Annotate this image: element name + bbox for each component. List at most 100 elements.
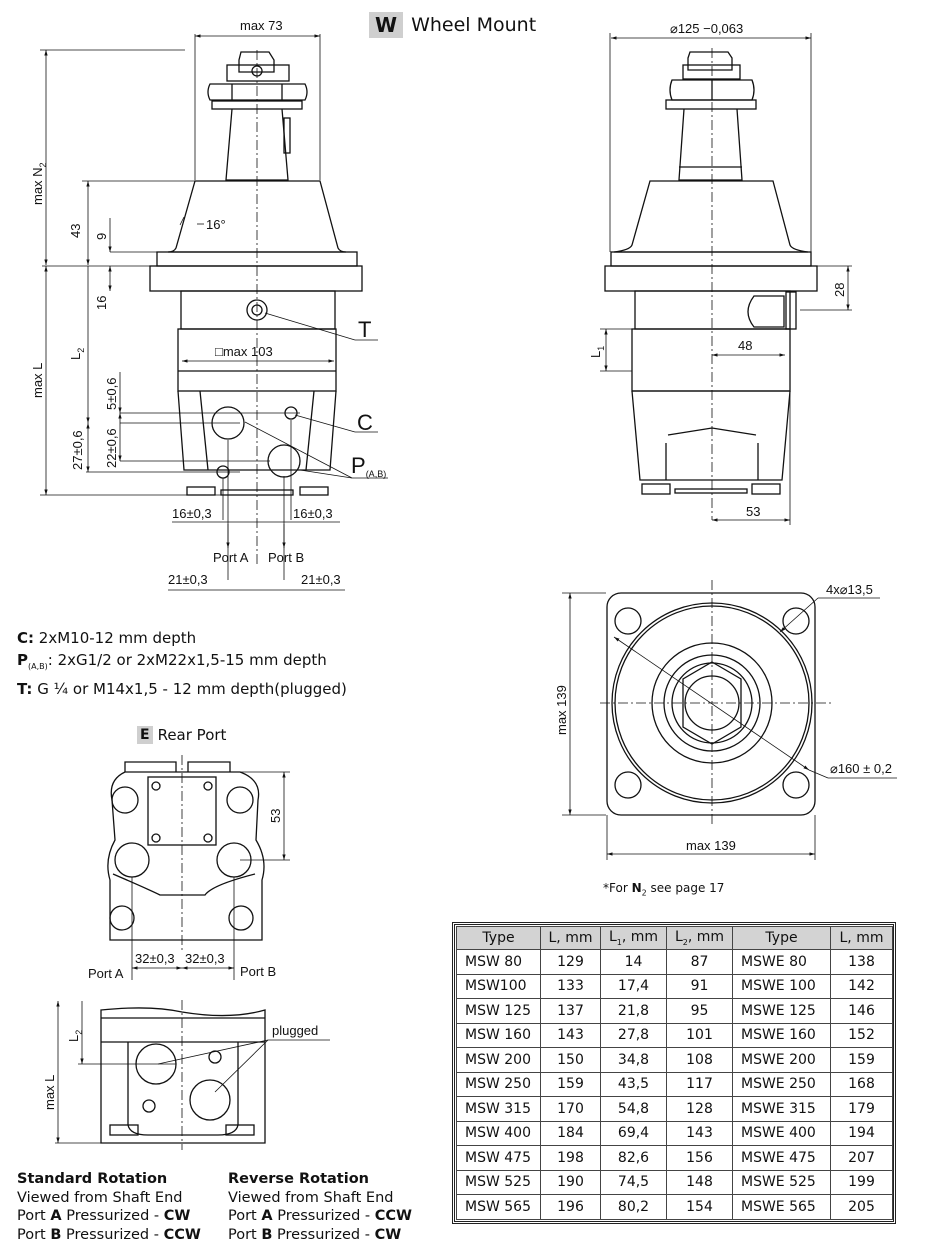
dim-22: 22±0,6 [104, 428, 119, 468]
dim-square-103: □max 103 [215, 344, 273, 359]
column-header: L2, mm [666, 926, 733, 950]
dim-max-n2: max N2 [30, 162, 48, 205]
column-header: Type [732, 926, 831, 950]
rear-port-b-label: Port B [240, 964, 276, 979]
table-cell: 148 [666, 1169, 733, 1195]
table-cell: 128 [666, 1096, 733, 1122]
table-cell: 159 [540, 1071, 601, 1097]
dim-dia-125: ⌀125 −0,063 [670, 21, 743, 36]
dim-43: 43 [68, 224, 83, 238]
table-cell: MSW 200 [456, 1047, 541, 1073]
table-cell: 117 [666, 1071, 733, 1097]
dim-53: 53 [746, 504, 760, 519]
table-cell: MSWE 315 [732, 1096, 831, 1122]
table-cell: MSWE 400 [732, 1120, 831, 1146]
table-cell: 137 [540, 998, 601, 1024]
table-cell: MSWE 160 [732, 1022, 831, 1048]
dim-l2: L2 [68, 348, 86, 360]
dim-21b: 21±0,3 [301, 572, 341, 587]
port-a-label: Port A [213, 550, 249, 565]
table-cell: 129 [540, 949, 601, 975]
rear-port-title: E Rear Port [137, 726, 226, 744]
table-cell: 14 [600, 949, 667, 975]
rear-port-title-text: Rear Port [157, 726, 227, 744]
note-c: C: 2xM10-12 mm depth [17, 629, 197, 647]
rear-dim-max-l: max L [42, 1075, 57, 1110]
table-cell: 146 [830, 998, 893, 1024]
column-header: L, mm [830, 926, 893, 950]
dim-16: 16 [94, 296, 109, 310]
column-header: L1, mm [600, 926, 667, 950]
dim-48: 48 [738, 338, 752, 353]
table-cell: MSW 400 [456, 1120, 541, 1146]
column-header: Type [456, 926, 541, 950]
table-cell: 170 [540, 1096, 601, 1122]
table-cell: MSW 315 [456, 1096, 541, 1122]
table-cell: 196 [540, 1194, 601, 1220]
table-cell: 87 [666, 949, 733, 975]
table-cell: MSW100 [456, 973, 541, 999]
rear-port-view: 53 32±0,3 32±0,3 Port A Port B max L L2 … [42, 755, 330, 1150]
table-cell: 69,4 [600, 1120, 667, 1146]
reverse-rotation: Reverse Rotation Viewed from Shaft End P… [228, 1171, 413, 1243]
table-cell: 184 [540, 1120, 601, 1146]
table-cell: 133 [540, 973, 601, 999]
table-cell: 190 [540, 1169, 601, 1195]
table-cell: 34,8 [600, 1047, 667, 1073]
note-p: P(A,B): 2xG1/2 or 2xM22x1,5-15 mm depth [17, 651, 327, 671]
side-view: max 73 max N2 43 9 16 16° max L L2 □max … [30, 18, 388, 591]
footnote-n2: *For N2 see page 17 [603, 881, 725, 898]
table-cell: 154 [666, 1194, 733, 1220]
port-notes: C: 2xM10-12 mm depth P(A,B): 2xG1/2 or 2… [17, 627, 347, 700]
table-cell: 82,6 [600, 1145, 667, 1171]
standard-rotation: Standard Rotation Viewed from Shaft End … [17, 1171, 201, 1243]
dim-32a: 32±0,3 [135, 951, 175, 966]
table-cell: 207 [830, 1145, 893, 1171]
dim-53-rear: 53 [268, 809, 283, 823]
port-b-label: Port B [268, 550, 304, 565]
rear-dim-l2: L2 [66, 1030, 84, 1042]
table-cell: 138 [830, 949, 893, 975]
dim-16b: 16±0,3 [293, 506, 333, 521]
label-t: T [358, 317, 371, 342]
table-cell: MSW 250 [456, 1071, 541, 1097]
table-cell: 101 [666, 1022, 733, 1048]
table-cell: 27,8 [600, 1022, 667, 1048]
table-cell: MSWE 250 [732, 1071, 831, 1097]
table-cell: 152 [830, 1022, 893, 1048]
table-cell: 179 [830, 1096, 893, 1122]
table-cell: MSW 475 [456, 1145, 541, 1171]
table-cell: MSWE 200 [732, 1047, 831, 1073]
table-cell: MSWE 475 [732, 1145, 831, 1171]
dim-5: 5±0,6 [104, 378, 119, 410]
table-cell: 54,8 [600, 1096, 667, 1122]
table-cell: MSW 125 [456, 998, 541, 1024]
dim-21a: 21±0,3 [168, 572, 208, 587]
table-cell: 150 [540, 1047, 601, 1073]
dim-l1: L1 [588, 346, 606, 358]
dim-28: 28 [832, 283, 847, 297]
note-t: T: G ¼ or M14x1,5 - 12 mm depth(plugged) [17, 680, 347, 698]
dim-max-l: max L [30, 363, 45, 398]
table-cell: 156 [666, 1145, 733, 1171]
table-cell: MSW 525 [456, 1169, 541, 1195]
table-cell: 143 [540, 1022, 601, 1048]
column-header: L, mm [540, 926, 601, 950]
table-cell: 194 [830, 1120, 893, 1146]
table-cell: 159 [830, 1047, 893, 1073]
table-cell: 108 [666, 1047, 733, 1073]
table-cell: 199 [830, 1169, 893, 1195]
table-cell: MSWE 100 [732, 973, 831, 999]
dim-holes: 4x⌀13,5 [826, 582, 873, 597]
table-cell: 91 [666, 973, 733, 999]
